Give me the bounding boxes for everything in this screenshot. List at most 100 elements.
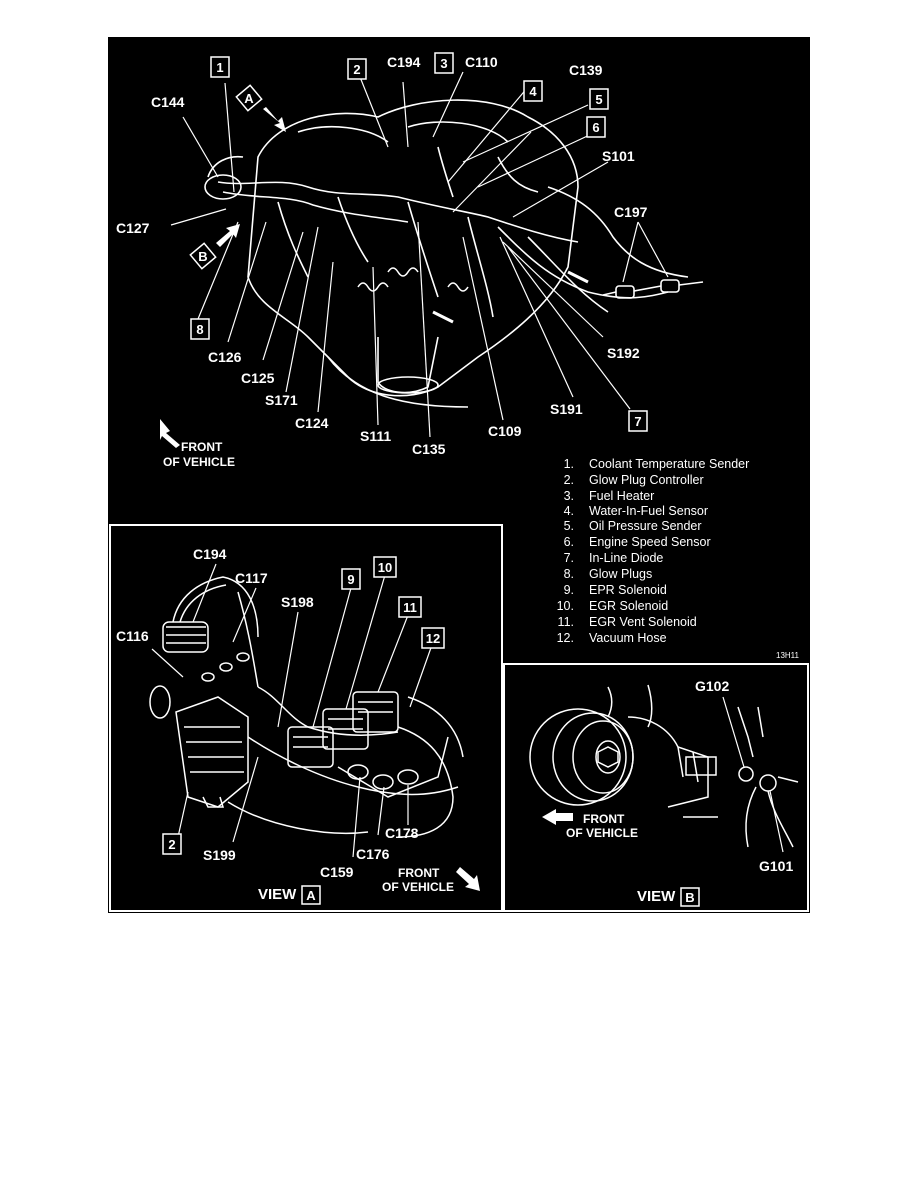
callout-box-5: 5 bbox=[589, 88, 609, 110]
legend-num-5: 5. bbox=[564, 519, 574, 533]
label-c135: C135 bbox=[412, 441, 446, 457]
view-arrow-b-label: B bbox=[198, 249, 207, 264]
view-a-box-12-label: 12 bbox=[426, 631, 440, 646]
label-c144: C144 bbox=[151, 94, 185, 110]
label-c139: C139 bbox=[569, 62, 603, 78]
view-a-box-10: 10 bbox=[373, 556, 397, 578]
label-c197: C197 bbox=[614, 204, 648, 220]
front-label-main-line1: FRONT bbox=[181, 440, 223, 454]
label-c126: C126 bbox=[208, 349, 242, 365]
view-a-front-line1: FRONT bbox=[398, 866, 440, 880]
legend-text-3: Fuel Heater bbox=[589, 489, 654, 503]
view-a-letter: A bbox=[306, 888, 316, 903]
callout-box-7: 7 bbox=[628, 410, 648, 432]
view-a-box-9: 9 bbox=[341, 568, 361, 590]
view-a-label-c116: C116 bbox=[116, 628, 149, 644]
view-b-letter-box bbox=[680, 887, 700, 907]
callout-box-7-label: 7 bbox=[634, 414, 641, 429]
view-b-panel: G102 G101 FRONT OF VEHICLE VIEW B bbox=[503, 663, 809, 912]
engine-illustration bbox=[204, 99, 704, 408]
front-label-main-line2: OF VEHICLE bbox=[163, 455, 235, 469]
callout-box-6: 6 bbox=[586, 116, 606, 138]
legend-num-12: 12. bbox=[557, 631, 574, 645]
label-s192: S192 bbox=[607, 345, 640, 361]
view-a-front-line2: OF VEHICLE bbox=[382, 880, 454, 894]
view-b-front-line1: FRONT bbox=[583, 812, 625, 826]
view-arrow-a-label: A bbox=[244, 91, 254, 106]
legend-text-10: EGR Solenoid bbox=[589, 599, 668, 613]
legend-num-1: 1. bbox=[564, 457, 574, 471]
view-a-label-c178: C178 bbox=[385, 825, 419, 841]
callout-box-8-label: 8 bbox=[196, 322, 203, 337]
legend-text-8: Glow Plugs bbox=[589, 567, 652, 581]
callout-box-6-label: 6 bbox=[592, 120, 599, 135]
view-a-panel: 9 10 11 12 2 C194 C117 S198 C116 S199 C1… bbox=[109, 524, 503, 912]
legend-num-11: 11. bbox=[558, 615, 574, 629]
legend-num-6: 6. bbox=[564, 535, 574, 549]
main-connector-labels: C144 C127 C126 C125 S171 C124 S111 C135 … bbox=[116, 54, 648, 457]
label-s101: S101 bbox=[602, 148, 635, 164]
front-of-vehicle-main: FRONT OF VEHICLE bbox=[160, 419, 235, 469]
label-c124: C124 bbox=[295, 415, 329, 431]
view-b-label-g102: G102 bbox=[695, 678, 729, 694]
legend-num-4: 4. bbox=[564, 504, 574, 518]
legend-text-11: EGR Vent Solenoid bbox=[589, 615, 697, 629]
legend-num-7: 7. bbox=[564, 551, 574, 565]
view-b-illustration bbox=[529, 684, 799, 848]
legend-num-2: 2. bbox=[564, 473, 574, 487]
legend-text-2: Glow Plug Controller bbox=[589, 473, 704, 487]
legend-text-12: Vacuum Hose bbox=[589, 631, 667, 645]
callout-box-4-label: 4 bbox=[529, 84, 537, 99]
view-a-label-c117: C117 bbox=[235, 570, 268, 586]
label-c127: C127 bbox=[116, 220, 150, 236]
legend-text-6: Engine Speed Sensor bbox=[589, 535, 711, 549]
legend-num-10: 10. bbox=[557, 599, 574, 613]
legend-num-8: 8. bbox=[564, 567, 574, 581]
callout-box-5-label: 5 bbox=[595, 92, 602, 107]
view-a-box-11-label: 11 bbox=[403, 600, 417, 615]
legend-text-1: Coolant Temperature Sender bbox=[589, 457, 749, 471]
view-b-front-arrow-icon bbox=[542, 809, 573, 825]
view-a-label-c159: C159 bbox=[320, 864, 354, 880]
diagram-svg: 1 2 3 4 5 6 7 8 A B C144 C127 C126 C125 … bbox=[109, 52, 809, 912]
view-b-front-line2: OF VEHICLE bbox=[566, 826, 638, 840]
callout-box-1-label: 1 bbox=[216, 60, 223, 75]
callout-box-3: 3 bbox=[434, 52, 454, 74]
view-a-box-11: 11 bbox=[398, 596, 422, 618]
view-a-box-9-label: 9 bbox=[347, 572, 354, 587]
view-a-label-s199: S199 bbox=[203, 847, 236, 863]
legend: 1. Coolant Temperature Sender 2. Glow Pl… bbox=[557, 457, 800, 660]
callout-box-2: 2 bbox=[347, 58, 367, 80]
view-a-title: VIEW bbox=[258, 886, 297, 903]
view-b-title: VIEW bbox=[637, 888, 676, 905]
label-s111: S111 bbox=[360, 428, 391, 444]
legend-num-9: 9. bbox=[564, 583, 574, 597]
figure-code: 13H11 bbox=[776, 651, 800, 660]
label-c110: C110 bbox=[465, 54, 498, 70]
callout-box-4: 4 bbox=[523, 80, 543, 102]
view-a-front-arrow-icon bbox=[456, 867, 480, 891]
callout-box-2-label: 2 bbox=[353, 62, 360, 77]
callout-box-1: 1 bbox=[210, 56, 230, 78]
main-callout-boxes: 1 2 3 4 5 6 7 8 bbox=[190, 52, 648, 432]
view-a-box-12: 12 bbox=[421, 627, 445, 649]
view-a-label-c176: C176 bbox=[356, 846, 390, 862]
view-arrow-b: B bbox=[189, 224, 240, 270]
view-a-label-c194: C194 bbox=[193, 546, 227, 562]
view-b-letter: B bbox=[685, 890, 694, 905]
label-c194-main: C194 bbox=[387, 54, 421, 70]
label-c109: C109 bbox=[488, 423, 522, 439]
wiring-diagram-figure: 1 2 3 4 5 6 7 8 A B C144 C127 C126 C125 … bbox=[106, 35, 812, 915]
view-a-box-2: 2 bbox=[162, 833, 182, 855]
legend-text-7: In-Line Diode bbox=[589, 551, 663, 565]
callout-box-3-label: 3 bbox=[440, 56, 447, 71]
view-arrow-a: A bbox=[235, 84, 286, 132]
view-a-label-s198: S198 bbox=[281, 594, 314, 610]
legend-text-9: EPR Solenoid bbox=[589, 583, 667, 597]
label-s191: S191 bbox=[550, 401, 583, 417]
legend-text-5: Oil Pressure Sender bbox=[589, 519, 702, 533]
view-a-illustration bbox=[149, 576, 464, 838]
view-a-letter-box bbox=[301, 885, 321, 905]
legend-num-3: 3. bbox=[564, 489, 574, 503]
view-b-label-g101: G101 bbox=[759, 858, 793, 874]
